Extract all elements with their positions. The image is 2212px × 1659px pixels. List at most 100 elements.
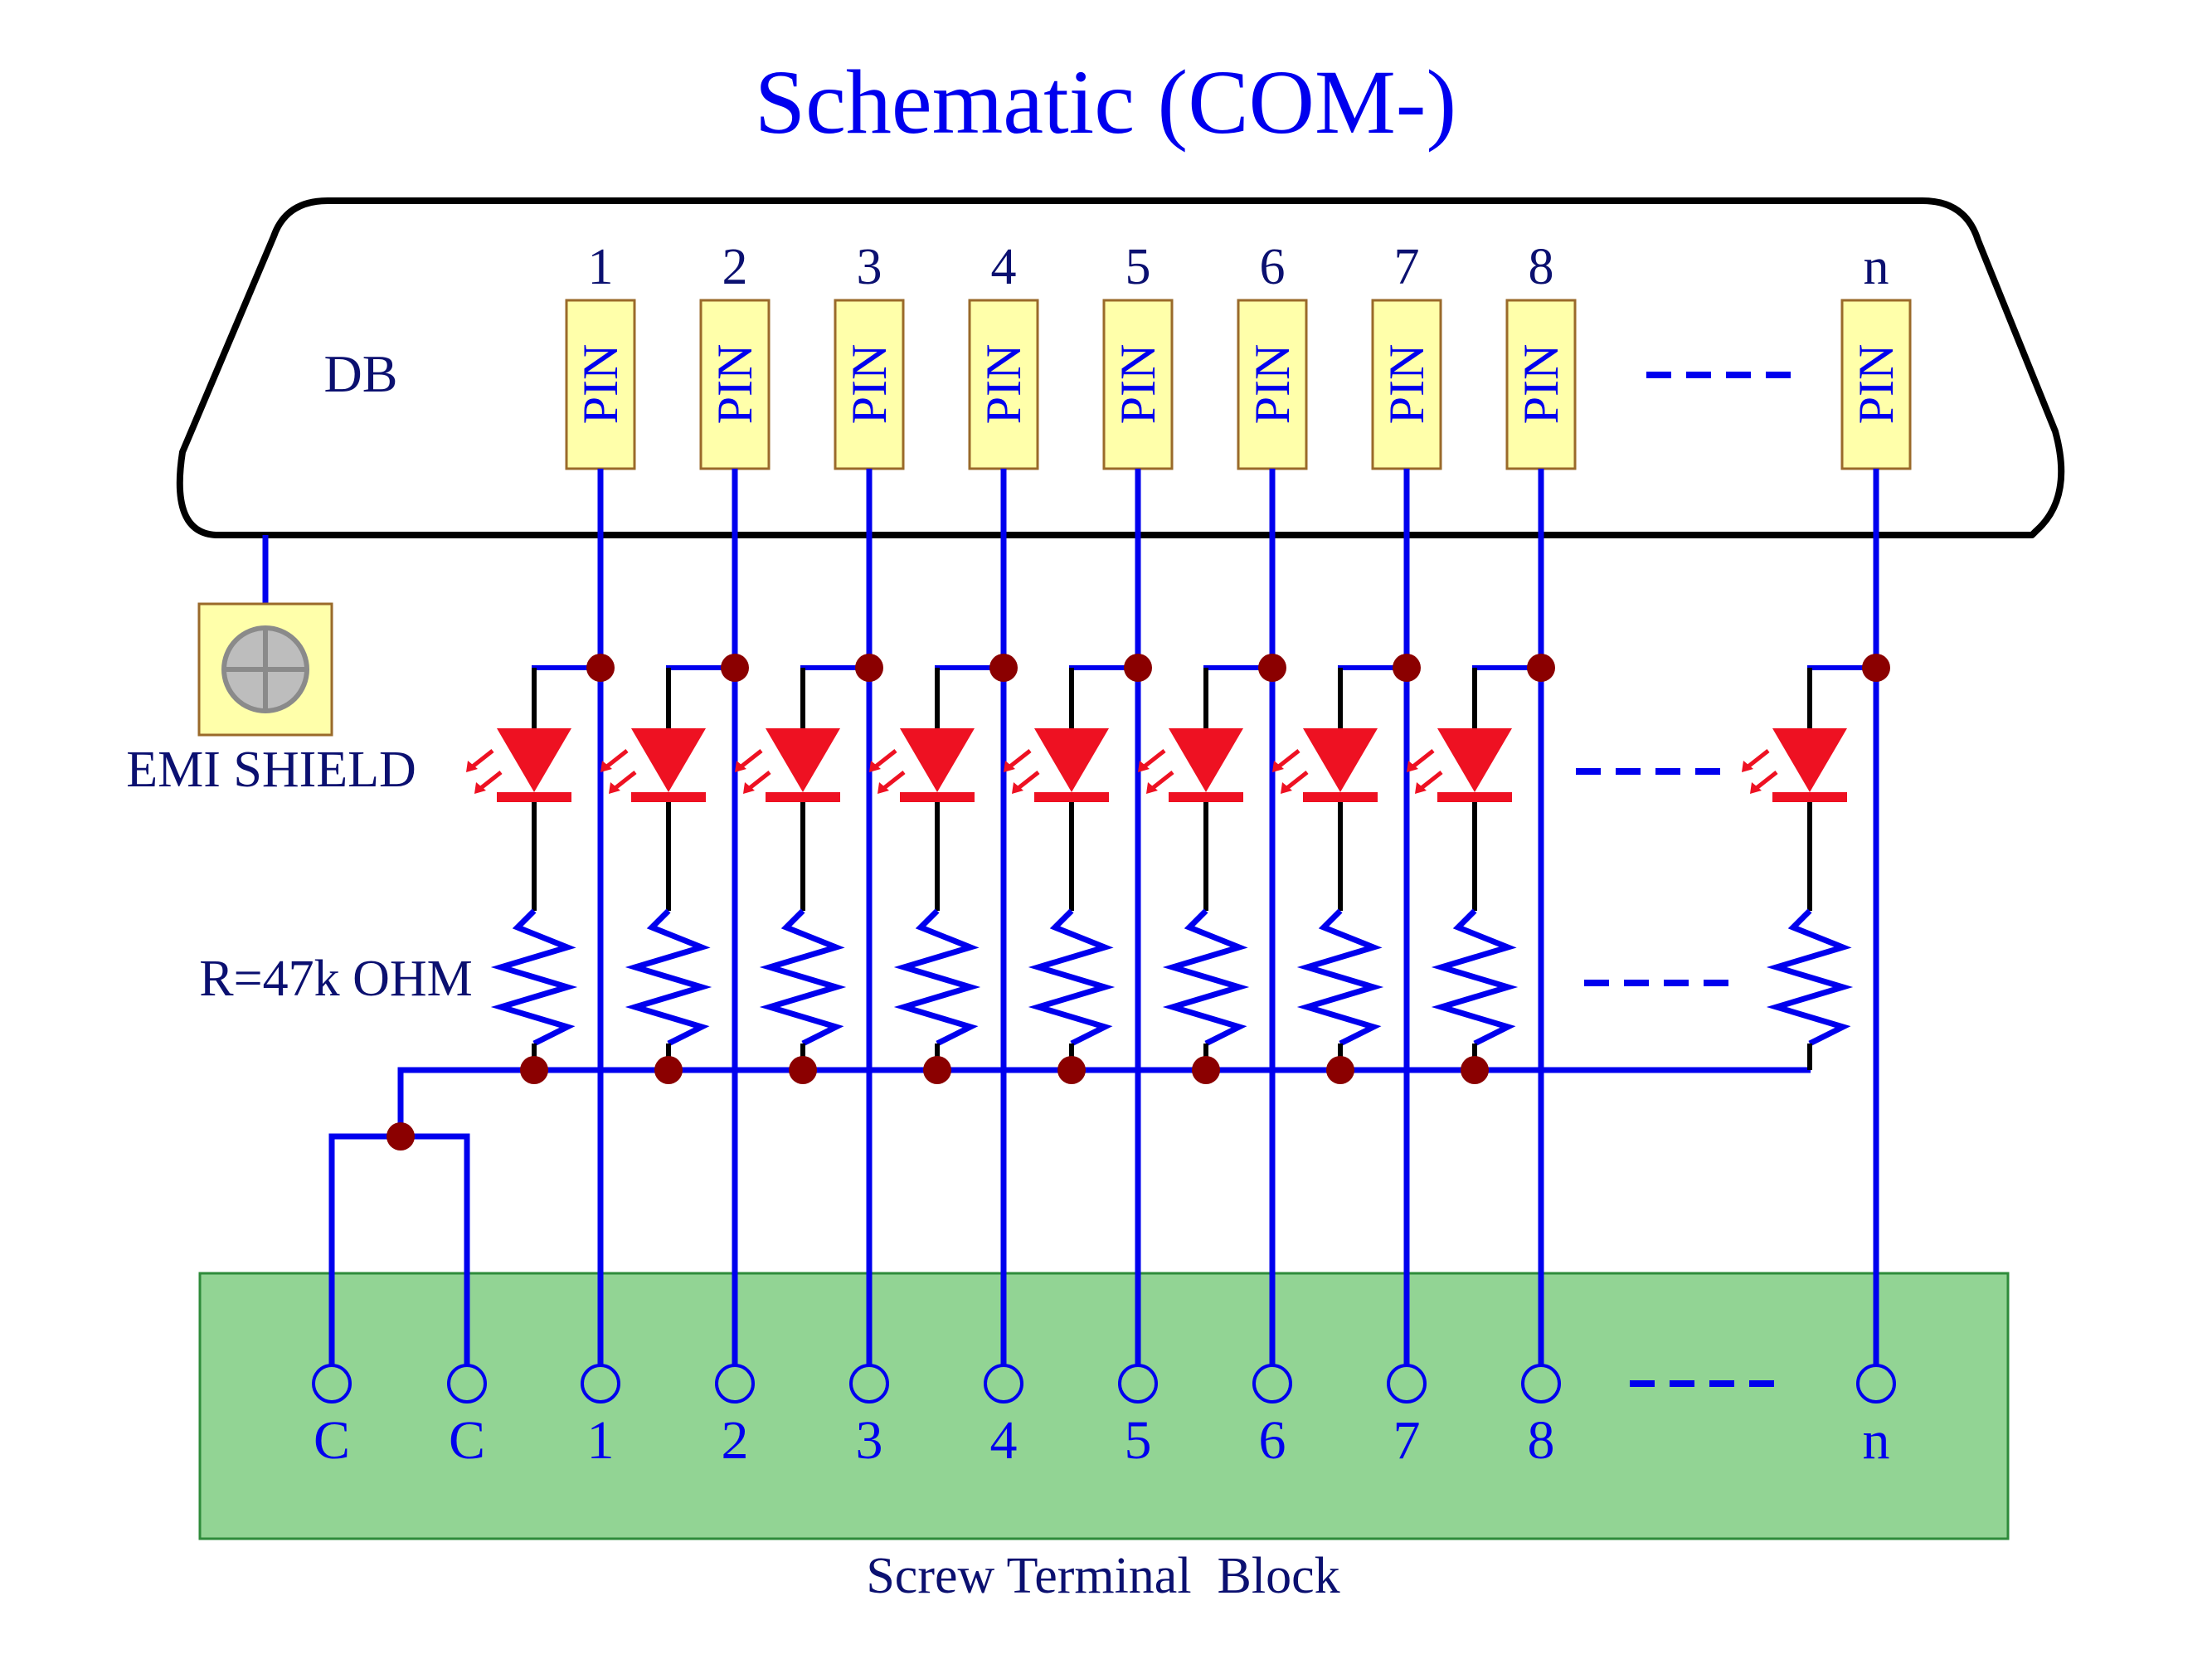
bus-junction [789, 1056, 817, 1084]
pin-box-text: PIN [1379, 344, 1434, 425]
pin-number-label: 1 [588, 239, 614, 295]
resistor-symbol [759, 908, 847, 1047]
bus-junction [1192, 1056, 1220, 1084]
terminal-label: n [1863, 1410, 1890, 1471]
pin-box-text: PIN [1514, 344, 1568, 425]
bus-junction [1326, 1056, 1354, 1084]
pin-box [565, 299, 636, 470]
pin-box-text: PIN [1111, 344, 1165, 425]
pin-junction [1124, 654, 1152, 682]
connector-label: DB [324, 344, 398, 403]
terminal-label: 3 [856, 1410, 883, 1471]
resistor-symbol [625, 908, 712, 1047]
diagram-title: Schematic (COM-) [755, 51, 1456, 153]
led-symbol [1004, 728, 1109, 802]
pin-junction [1258, 654, 1286, 682]
terminal-screw [1252, 1364, 1292, 1404]
screw-terminal-7: 5 [1118, 1364, 1158, 1471]
pin-box-text: PIN [976, 344, 1031, 425]
led-symbol [869, 728, 975, 802]
common-bus [397, 1067, 1811, 1136]
terminal-label: 6 [1259, 1410, 1286, 1471]
led-symbol [1742, 728, 1847, 802]
terminal-screw [1387, 1364, 1427, 1404]
terminal-screw [1521, 1364, 1561, 1404]
screw-terminal-6: 4 [984, 1364, 1023, 1471]
led-symbol [600, 728, 706, 802]
terminal-label: C [314, 1410, 350, 1471]
screw-terminal-8: 6 [1252, 1364, 1292, 1471]
pin-junction [1527, 654, 1555, 682]
terminal-label: 1 [587, 1410, 615, 1471]
screw-terminal-9: 7 [1387, 1364, 1427, 1471]
led-symbol [1138, 728, 1243, 802]
pin-box-text: PIN [707, 344, 762, 425]
terminal-screw [849, 1364, 889, 1404]
bus-junction [923, 1056, 951, 1084]
pin-number-label: 7 [1394, 239, 1420, 295]
led-symbol [1407, 728, 1512, 802]
pin-number-label: 8 [1529, 239, 1554, 295]
bus-junction [1057, 1056, 1086, 1084]
pin-junction [855, 654, 883, 682]
emi-shield-symbol [197, 602, 333, 737]
resistor-symbol [1766, 908, 1854, 1047]
resistor-symbol [1431, 908, 1519, 1047]
resistor-symbol [1296, 908, 1384, 1047]
emi-shield-label: EMI SHIELD [126, 742, 416, 798]
bus-junction [520, 1056, 548, 1084]
led-symbol [1272, 728, 1378, 802]
bus-junction [654, 1056, 683, 1084]
terminal-label: 2 [722, 1410, 749, 1471]
screw-terminal-5: 3 [849, 1364, 889, 1471]
pin-junction [586, 654, 615, 682]
led-symbol [466, 728, 571, 802]
resistor-label: R=47k OHM [199, 951, 473, 1007]
pin-number-label: 2 [722, 239, 748, 295]
pin-junction [1862, 654, 1890, 682]
terminal-label: 8 [1528, 1410, 1555, 1471]
pin-box [834, 299, 905, 470]
common-fork-junction [386, 1122, 415, 1151]
pin-number-label: n [1864, 239, 1889, 295]
pin-box [699, 299, 771, 470]
pin-box [1840, 299, 1912, 470]
resistor-symbol [1162, 908, 1250, 1047]
pin-number-label: 4 [991, 239, 1017, 295]
resistor-symbol [490, 908, 578, 1047]
terminal-label: 5 [1125, 1410, 1152, 1471]
terminal-screw [1856, 1364, 1896, 1404]
pin-box [1237, 299, 1308, 470]
terminal-screw [715, 1364, 755, 1404]
pin-number-label: 5 [1125, 239, 1151, 295]
terminal-label: 7 [1393, 1410, 1421, 1471]
terminal-screw [1118, 1364, 1158, 1404]
terminal-screw [581, 1364, 620, 1404]
terminal-screw [312, 1364, 352, 1404]
screw-terminal-3: 1 [581, 1364, 620, 1471]
screw-terminal-4: 2 [715, 1364, 755, 1471]
pin-junction [721, 654, 749, 682]
pin-junction [989, 654, 1018, 682]
resistor-symbol [893, 908, 981, 1047]
terminal-screw [447, 1364, 487, 1404]
terminal-block [198, 1272, 2010, 1540]
resistor-symbol [1028, 908, 1116, 1047]
terminal-label: 4 [990, 1410, 1018, 1471]
screw-terminal-1: C [312, 1364, 352, 1471]
led-symbol [735, 728, 840, 802]
terminal-screw [984, 1364, 1023, 1404]
pin-junction [1393, 654, 1421, 682]
pin-box-text: PIN [573, 344, 628, 425]
screw-terminal-2: C [447, 1364, 487, 1471]
terminal-block-label: Screw Terminal Block [866, 1548, 1339, 1604]
pin-box [968, 299, 1039, 470]
